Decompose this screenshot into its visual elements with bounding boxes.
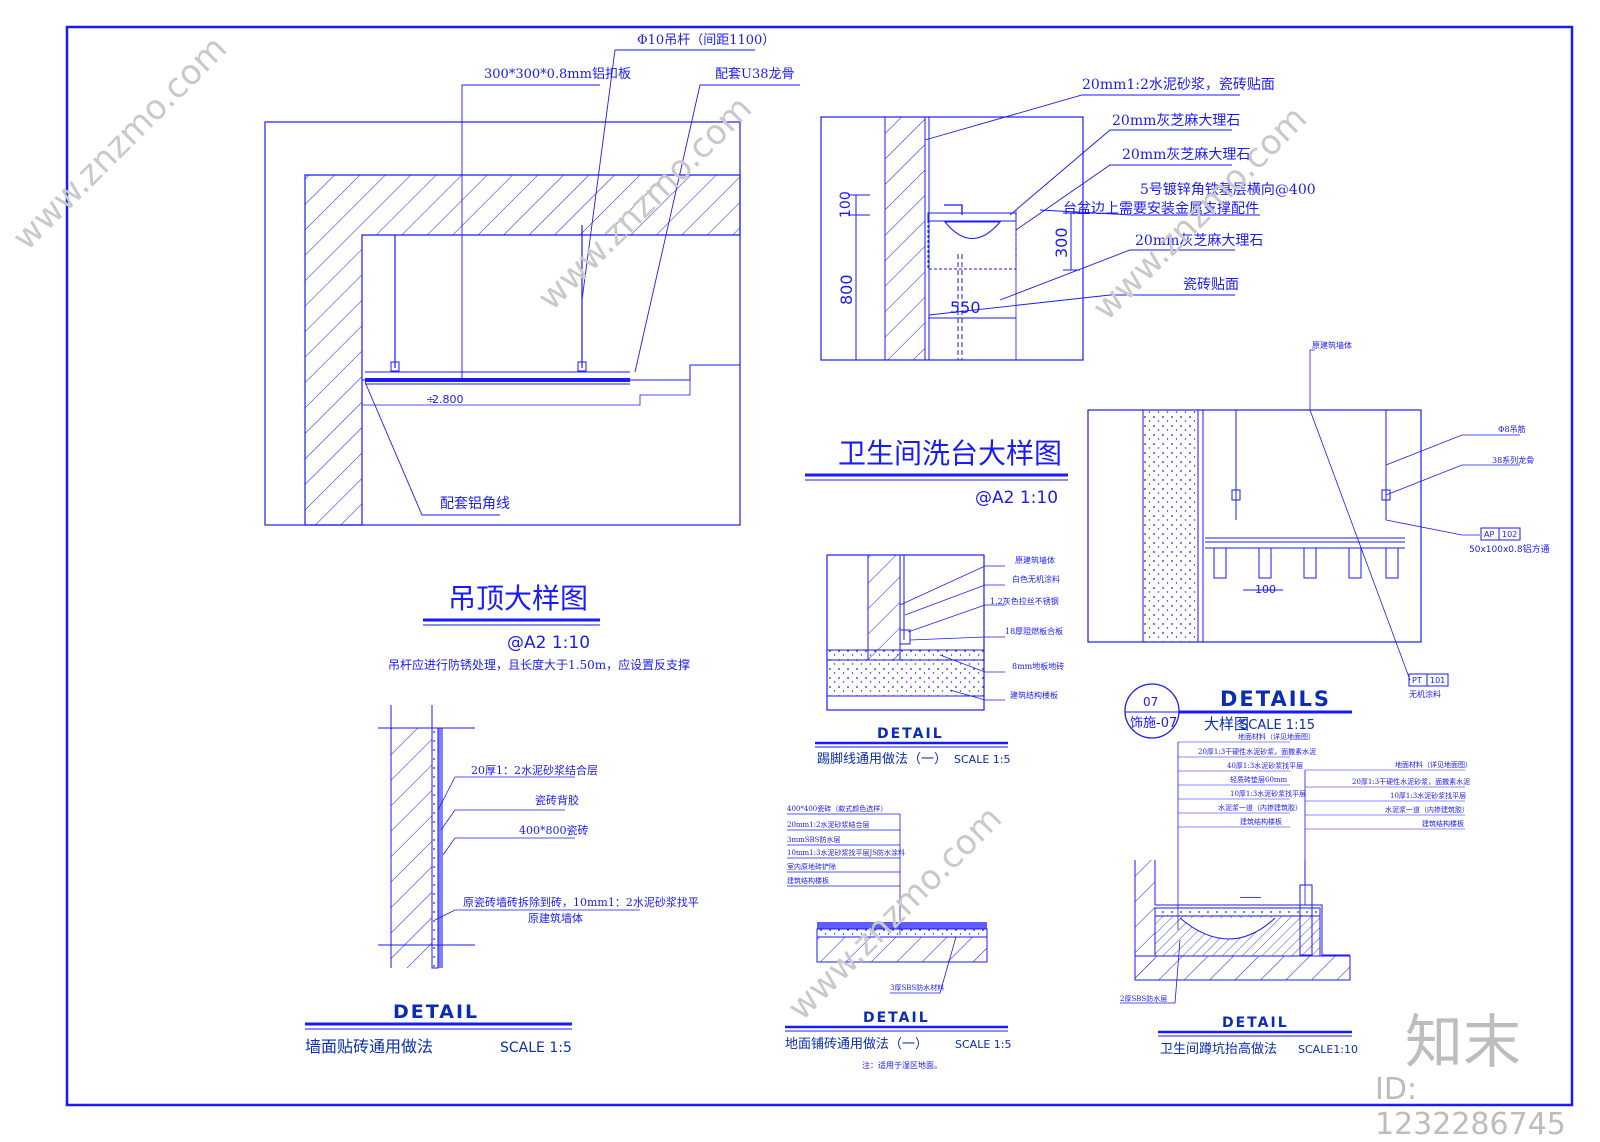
sq-bottom-label: 2厚SBS防水层 — [1120, 994, 1167, 1003]
wb-label-1: 20mm1:2水泥砂浆，瓷砖贴面 — [1082, 77, 1275, 93]
label-panel: 300*300*0.8mm铝扣板 — [484, 67, 631, 82]
tag-ap-num: 102 — [1502, 530, 1517, 539]
wb-label-2: 20mm灰芝麻大理石 — [1112, 113, 1240, 129]
sq-left-5: 10厚1:3水泥砂浆找平层 — [1230, 789, 1306, 798]
ceiling-title: 吊顶大样图 — [448, 582, 588, 615]
wt-label-5: 原建筑墙体 — [528, 911, 583, 925]
skirting-scale: SCALE 1:5 — [954, 753, 1010, 766]
floortile-title: 地面铺砖通用做法（一） — [785, 1037, 928, 1052]
tag-pt-num: 101 — [1430, 676, 1445, 685]
wt-label-2: 瓷砖背胶 — [535, 793, 579, 807]
tag-ap: AP — [1484, 530, 1494, 539]
washbasin-scale: @A2 1:10 — [975, 488, 1058, 508]
washbasin-title: 卫生间洗台大样图 — [838, 437, 1062, 470]
sq-left-1: 地面材料（详见地面图） — [1238, 732, 1315, 741]
wb-label-5: 台盆边上需要安装金属支撑配件 — [1063, 201, 1259, 217]
ft-label-2: 20mm1:2水泥砂浆结合层 — [787, 820, 869, 829]
label-keel: 配套U38龙骨 — [715, 66, 795, 82]
skirting-drawing: 原建筑墙体 白色无机涂料 1.2灰色拉丝不锈钢 18厚阻燃板合板 8mm地板地砖… — [826, 554, 1064, 711]
squat-subtitle: 大样图 — [1204, 715, 1249, 733]
svg-text:÷: ÷ — [426, 393, 435, 406]
dim-800: 800 — [837, 274, 856, 305]
floor-tile-drawing: 400*400瓷砖（款式颜色选样） 20mm1:2水泥砂浆结合层 3mmSBS防… — [787, 804, 988, 994]
label-corner: 配套铝角线 — [440, 496, 510, 512]
aluminium-fin-4 — [1348, 547, 1362, 579]
section-top-label: 原建筑墙体 — [1312, 340, 1352, 350]
ft-bottom-label: 3厚SBS防水材料 — [890, 983, 944, 992]
aluminium-fin-3 — [1303, 547, 1317, 579]
aluminium-fin-1 — [1213, 547, 1227, 579]
wb-label-7: 瓷砖贴面 — [1183, 277, 1239, 293]
walltile-title: 墙面贴砖通用做法 — [305, 1037, 433, 1056]
wt-label-4: 原瓷砖墙砖拆除到砖，10mm1：2水泥砂浆找平 — [463, 895, 699, 909]
sk-label-4: 18厚阻燃板合板 — [1005, 626, 1063, 636]
dim-100: 100 — [838, 191, 854, 218]
sheet-border — [65, 25, 1574, 1107]
sq-right-4: 水泥浆一道（内掺建筑胶） — [1385, 805, 1469, 814]
ceiling-note: 吊杆应进行防锈处理，且长度大于1.50m，应设置反支撑 — [388, 657, 690, 672]
ft-label-4: 10mm1:3水泥砂浆找平层JS防水涂料 — [787, 848, 905, 857]
floortile-scale: SCALE 1:5 — [955, 1038, 1011, 1051]
washbasin-drawing: 100 800 300 550 20mm1:2水泥砂浆，瓷砖贴面 20mm灰芝麻… — [820, 77, 1316, 361]
ft-label-3: 3mmSBS防水层 — [787, 835, 840, 844]
wt-label-1: 20厚1：2水泥砂浆结合层 — [471, 763, 598, 777]
sq-left-2: 20厚1:3干硬性水泥砂浆，面撒素水泥 — [1198, 747, 1316, 756]
sq-left-7: 建筑结构楼板 — [1240, 817, 1282, 826]
sq-right-1: 地面材料（详见地面图） — [1395, 760, 1472, 769]
watermark-brand: 知末 — [1405, 1008, 1522, 1076]
circle-num: 07 — [1143, 695, 1158, 709]
sk-label-1: 原建筑墙体 — [1015, 555, 1055, 565]
sq-right-5: 建筑结构楼板 — [1422, 819, 1464, 828]
aluminium-fin-2 — [1258, 547, 1272, 579]
tag-pt: PT — [1412, 676, 1422, 685]
ft-label-1: 400*400瓷砖（款式颜色选样） — [787, 804, 887, 813]
pt-text: 无机涂料 — [1409, 689, 1441, 699]
sq-left-4: 轻质砖垫层60mm — [1230, 775, 1288, 784]
sq-left-6: 水泥浆一道（内掺建筑胶） — [1218, 803, 1302, 812]
sq-left-3: 40厚1:3水泥砂浆找平层 — [1227, 761, 1303, 770]
label-rod: Φ10吊杆（间距1100） — [637, 33, 775, 48]
skirting-detail: DETAIL — [877, 726, 944, 742]
ceiling-section-drawing: 100 原建筑墙体 Φ8吊筋 38系列龙骨 AP 102 50x100x0.8铝… — [1087, 340, 1550, 699]
wall-tile-drawing: 20厚1：2水泥砂浆结合层 瓷砖背胶 400*800瓷砖 原瓷砖墙砖拆除到砖，1… — [378, 705, 699, 969]
skirting-title: 踢脚线通用做法（一） — [817, 751, 947, 767]
squat-subscale: SCALE 1:15 — [1240, 718, 1315, 733]
sq-right-2: 20厚1:3干硬性水泥砂浆，面撒素水泥 — [1352, 777, 1470, 786]
sk-label-3: 1.2灰色拉丝不锈钢 — [990, 596, 1059, 606]
ft-label-5: 室内原地砖铲除 — [787, 862, 836, 871]
walltile-scale: SCALE 1:5 — [500, 1040, 572, 1056]
squat-scale: SCALE1:10 — [1298, 1043, 1358, 1056]
circle-code: 饰施-07 — [1130, 716, 1177, 731]
sq-right-3: 10厚1:3水泥砂浆找平层 — [1390, 791, 1466, 800]
squat-header: DETAILS — [1220, 687, 1331, 711]
svg-text:━━━━━━━: ━━━━━━━ — [1239, 895, 1262, 901]
squat-detail: DETAIL — [1222, 1015, 1289, 1031]
dim-300: 300 — [1052, 227, 1071, 258]
aluminium-fin-5 — [1385, 547, 1399, 579]
ceiling-scale: @A2 1:10 — [507, 633, 590, 653]
ceiling-detail-drawing: 2.800 ÷ 300*300*0.8mm铝扣板 Φ10吊杆（间距1100） 配… — [264, 33, 800, 526]
elevation-mark: 2.800 — [432, 393, 464, 406]
ft-label-6: 建筑结构楼板 — [787, 876, 829, 885]
floortile-detail: DETAIL — [863, 1010, 930, 1026]
sk-label-5: 8mm地板地砖 — [1012, 661, 1064, 671]
wb-label-6: 20mm灰芝麻大理石 — [1135, 233, 1263, 249]
squat-drawing: 07 饰施-07 DETAILS 大样图 SCALE 1:15 地面材料（详见地… — [1120, 683, 1472, 1004]
wb-label-4: 5号镀锌角铁基层横向@400 — [1140, 181, 1316, 198]
wt-label-3: 400*800瓷砖 — [519, 823, 589, 837]
sk-label-2: 白色无机涂料 — [1012, 574, 1060, 584]
wb-label-3: 20mm灰芝麻大理石 — [1122, 147, 1250, 163]
squat-title: 卫生间蹲坑抬高做法 — [1160, 1041, 1277, 1057]
sk-label-6: 建筑结构楼板 — [1010, 690, 1058, 700]
floortile-note: 注：适用于湿区地面。 — [862, 1060, 942, 1070]
section-dim: 100 — [1255, 583, 1276, 596]
walltile-detail: DETAIL — [393, 1001, 479, 1023]
section-label-2: 38系列龙骨 — [1492, 455, 1534, 465]
ap-text: 50x100x0.8铝方通 — [1469, 543, 1550, 555]
dim-550: 550 — [950, 298, 981, 317]
section-label-1: Φ8吊筋 — [1498, 424, 1526, 434]
